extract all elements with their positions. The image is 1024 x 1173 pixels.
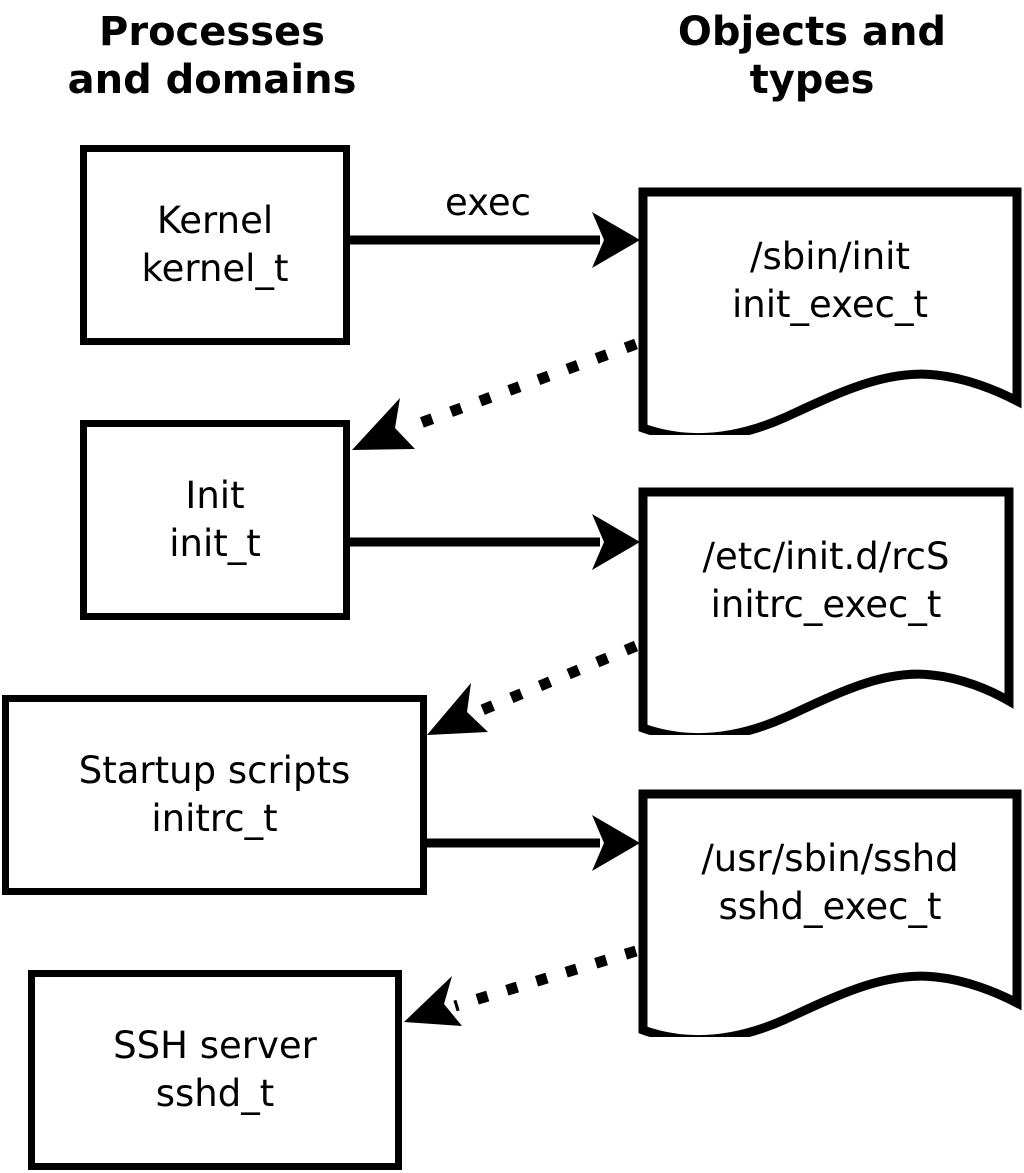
process-box-kernel[interactable]: Kernel kernel_t — [80, 145, 350, 345]
process-box-startup-scripts-type: initrc_t — [151, 797, 278, 840]
process-box-init-name: Init — [185, 474, 245, 517]
process-box-init[interactable]: Init init_t — [80, 420, 350, 620]
process-box-startup-scripts[interactable]: Startup scripts initrc_t — [2, 695, 427, 895]
object-doc-sshd-exec[interactable]: /usr/sbin/sshd sshd_exec_t — [636, 787, 1024, 1037]
column-heading-objects: Objects and types — [677, 9, 947, 103]
process-box-kernel-type: kernel_t — [141, 247, 289, 290]
object-doc-init-exec[interactable]: /sbin/init init_exec_t — [636, 185, 1024, 435]
process-box-ssh-server-name: SSH server — [113, 1024, 317, 1067]
edge-label-exec: exec — [445, 181, 531, 224]
column-heading-processes: Processes and domains — [67, 9, 357, 103]
edge-initexec-to-init — [352, 338, 638, 450]
edge-initrcexec-to-initrc — [427, 640, 639, 735]
object-doc-initrc-exec[interactable]: /etc/init.d/rcS initrc_exec_t — [636, 485, 1016, 735]
process-box-init-type: init_t — [169, 522, 261, 565]
process-box-kernel-name: Kernel — [156, 199, 274, 242]
edge-initrc-exec-sshd — [427, 815, 640, 871]
process-box-ssh-server[interactable]: SSH server sshd_t — [28, 970, 402, 1170]
edge-init-exec-rcs — [350, 514, 640, 570]
process-box-startup-scripts-name: Startup scripts — [78, 749, 351, 792]
process-box-ssh-server-type: sshd_t — [155, 1072, 275, 1115]
edge-sshdexec-to-sshd — [404, 945, 638, 1026]
